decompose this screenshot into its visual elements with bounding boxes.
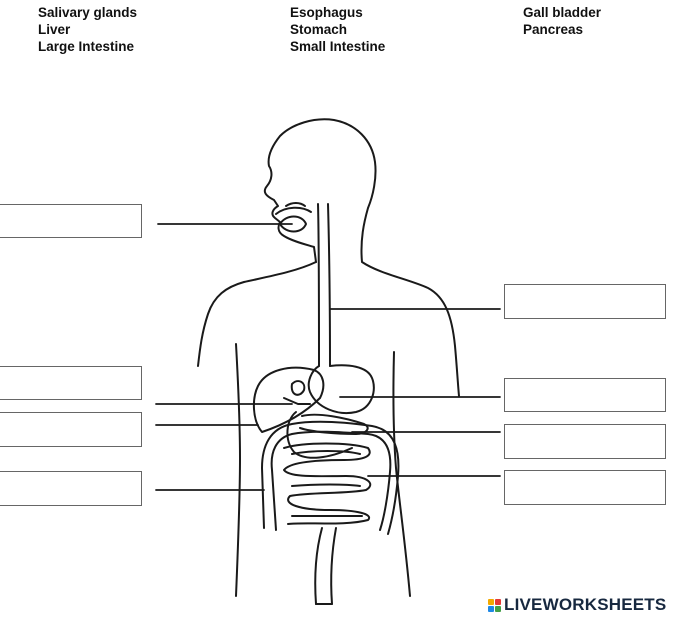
liveworksheets-brand-name: LIVEWORKSHEETS	[504, 595, 667, 614]
answer-box-small-intestine-area[interactable]	[504, 470, 666, 505]
large-intestine	[270, 430, 392, 531]
liver	[252, 366, 325, 433]
salivary-gland	[279, 215, 307, 233]
word-bank-item: Liver	[38, 22, 71, 37]
answer-box-pancreas-area[interactable]	[504, 424, 666, 459]
large-intestine-inner	[261, 420, 400, 535]
torso-right	[392, 351, 411, 597]
answer-box-gallbladder-area[interactable]	[0, 366, 142, 400]
tongue	[285, 202, 306, 207]
liveworksheets-logo: LIVEWORKSHEETS	[488, 595, 666, 615]
small-intestine-inner	[291, 450, 363, 518]
word-bank-item: Stomach	[290, 22, 348, 37]
esophagus-left	[317, 203, 320, 367]
rectum	[314, 527, 337, 605]
esophagus-right	[327, 203, 331, 367]
word-bank-item: Gall bladder	[523, 5, 602, 20]
word-bank-item: Salivary glands	[38, 5, 138, 20]
duodenum	[286, 411, 353, 459]
word-bank-column-1: Salivary glands Liver Large Intestine	[38, 4, 137, 55]
stomach	[307, 364, 375, 414]
answer-box-liver-area[interactable]	[0, 412, 142, 447]
word-bank-item: Pancreas	[523, 22, 584, 37]
word-bank-item: Small Intestine	[290, 39, 386, 54]
answer-box-large-intestine-area[interactable]	[0, 471, 142, 506]
gall-bladder	[290, 380, 306, 396]
body-outline-left	[197, 261, 317, 367]
leader-lines	[155, 223, 501, 491]
mouth-outline	[275, 206, 312, 215]
answer-box-esophagus-area[interactable]	[504, 284, 666, 319]
word-bank-item: Large Intestine	[38, 39, 135, 54]
word-bank-item: Esophagus	[290, 5, 363, 20]
word-bank-column-2: Esophagus Stomach Small Intestine	[290, 4, 385, 55]
liveworksheets-logo-icon	[488, 598, 501, 612]
small-intestine	[283, 442, 372, 525]
bile-duct	[283, 397, 311, 405]
logo-square	[495, 605, 501, 612]
logo-square	[495, 598, 501, 605]
answer-box-salivary-area[interactable]	[0, 204, 142, 238]
body-outline	[263, 118, 460, 397]
logo-square	[488, 605, 494, 612]
logo-square	[488, 598, 494, 605]
word-bank-column-3: Gall bladder Pancreas	[523, 4, 601, 38]
torso-left	[235, 343, 241, 597]
answer-box-stomach-area[interactable]	[504, 378, 666, 412]
